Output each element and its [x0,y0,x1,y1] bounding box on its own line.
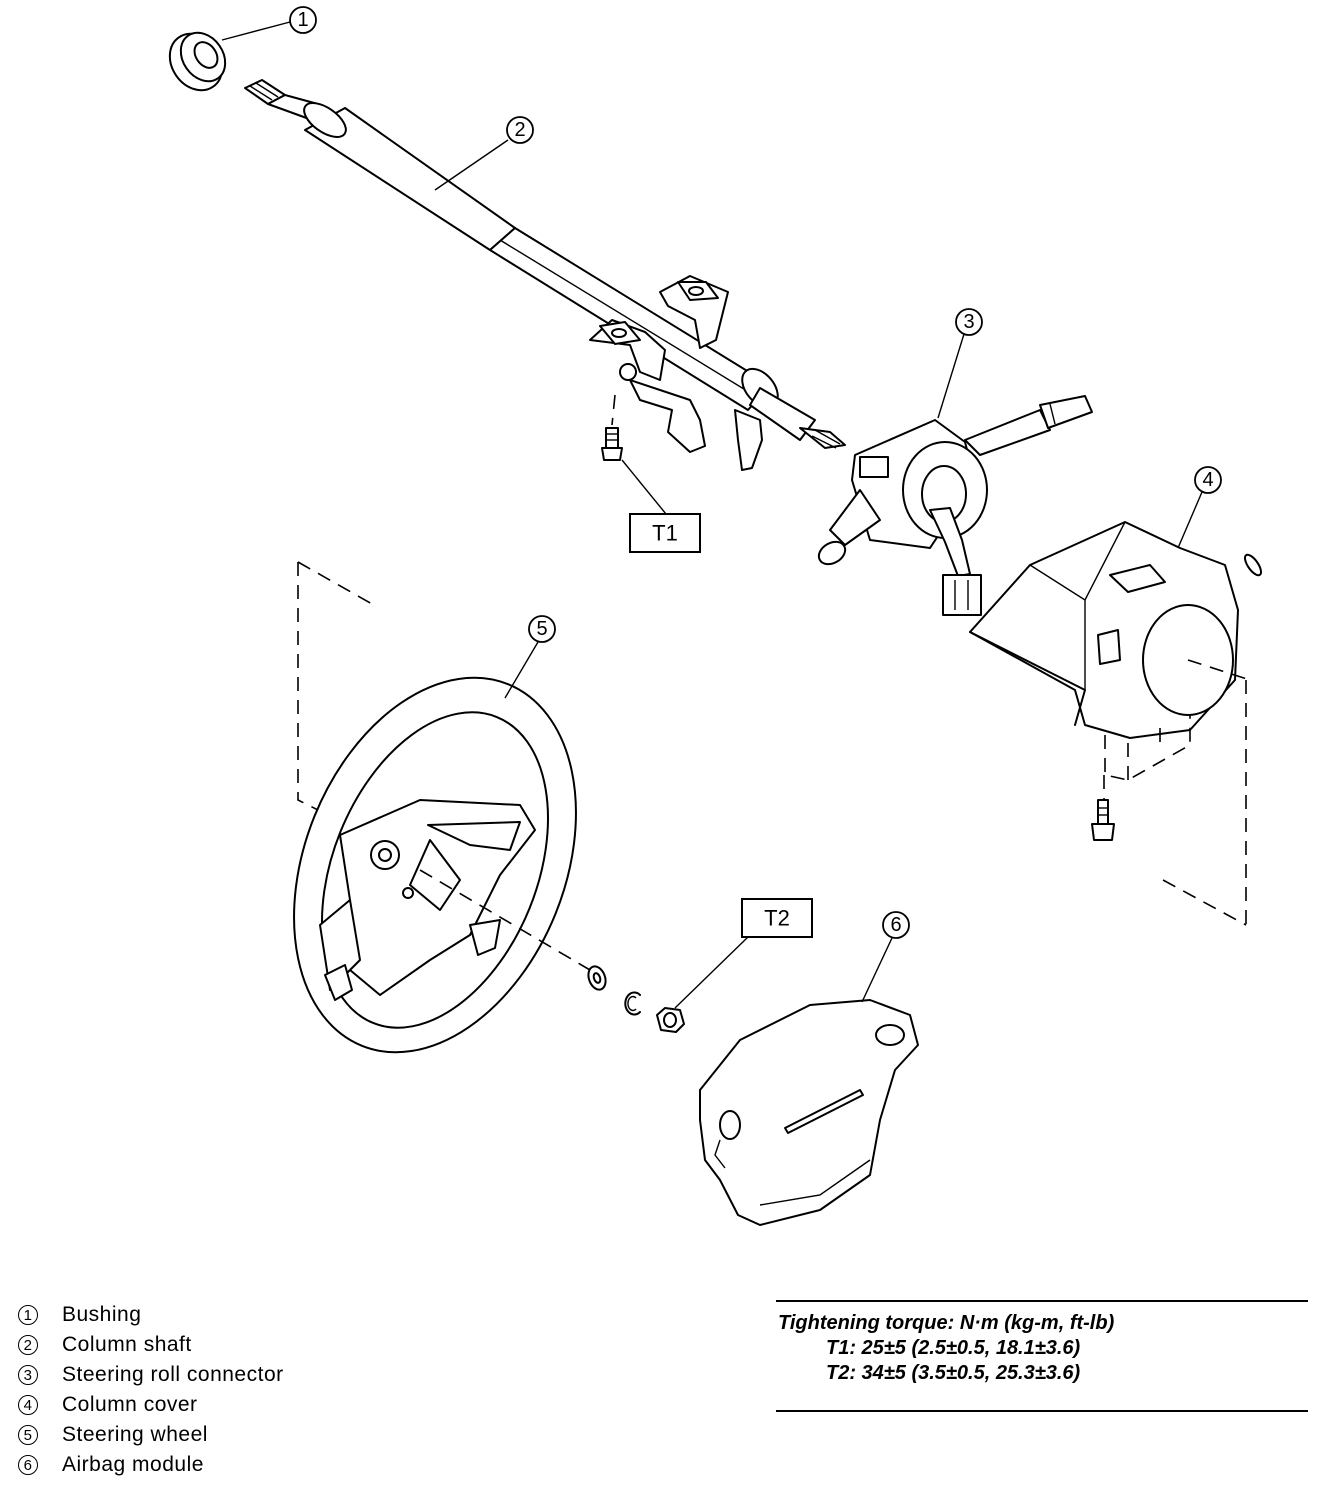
legend-label: Bushing [62,1303,142,1326]
steering-wheel-part [293,561,591,1054]
legend-number: 4 [18,1395,38,1415]
lock-clip-part [624,991,641,1016]
legend-item: 1 Bushing [18,1300,438,1330]
callout-1-marker: 1 [289,6,317,34]
callout-4-marker: 4 [1194,466,1222,494]
callout-4-number: 4 [1202,469,1213,491]
torque-mark-t1-label: T1 [652,521,678,546]
legend-label: Airbag module [62,1453,204,1476]
callout-6-number: 6 [890,914,901,936]
legend-item: 5 Steering wheel [18,1420,438,1450]
torque-mark-t1: T1 [629,513,701,553]
column-cover-part [969,521,1263,926]
callout-6-marker: 6 [882,911,910,939]
legend-number: 2 [18,1335,38,1355]
callout-5-number: 5 [536,618,547,640]
legend-label: Steering wheel [62,1423,208,1446]
torque-table-heading: Tightening torque: N·m (kg-m, ft-lb) [778,1312,1115,1334]
t1-bolt [601,394,623,461]
torque-mark-t2-label: T2 [764,906,790,931]
callout-5-marker: 5 [528,615,556,643]
steering-roll-connector-part [817,395,1093,616]
legend-item: 3 Steering roll connector [18,1360,438,1390]
callout-2-number: 2 [514,119,525,141]
legend-label: Column shaft [62,1333,192,1356]
bushing-part [168,31,227,92]
nut-part [656,1007,685,1033]
column-shaft-part [244,79,846,471]
torque-mark-t2: T2 [741,898,813,938]
legend-label: Column cover [62,1393,198,1416]
legend-number: 6 [18,1455,38,1475]
callout-3-number: 3 [963,311,974,333]
tightening-torque-table: Tightening torque: N·m (kg-m, ft-lb) T1:… [776,1300,1308,1412]
legend-number: 3 [18,1365,38,1385]
torque-row-t1: T1: 25±5 (2.5±0.5, 18.1±3.6) [826,1337,1081,1359]
legend-item: 2 Column shaft [18,1330,438,1360]
callout-2-marker: 2 [506,116,534,144]
legend-number: 1 [18,1305,38,1325]
parts-legend: 1 Bushing 2 Column shaft 3 Steering roll… [18,1300,438,1480]
washer-part [587,965,607,991]
legend-item: 4 Column cover [18,1390,438,1420]
callout-1-number: 1 [297,9,308,31]
legend-item: 6 Airbag module [18,1450,438,1480]
callout-3-marker: 3 [955,308,983,336]
legend-label: Steering roll connector [62,1363,284,1386]
airbag-module-part [699,999,919,1226]
legend-number: 5 [18,1425,38,1445]
torque-row-t2: T2: 34±5 (3.5±0.5, 25.3±3.6) [826,1362,1081,1384]
